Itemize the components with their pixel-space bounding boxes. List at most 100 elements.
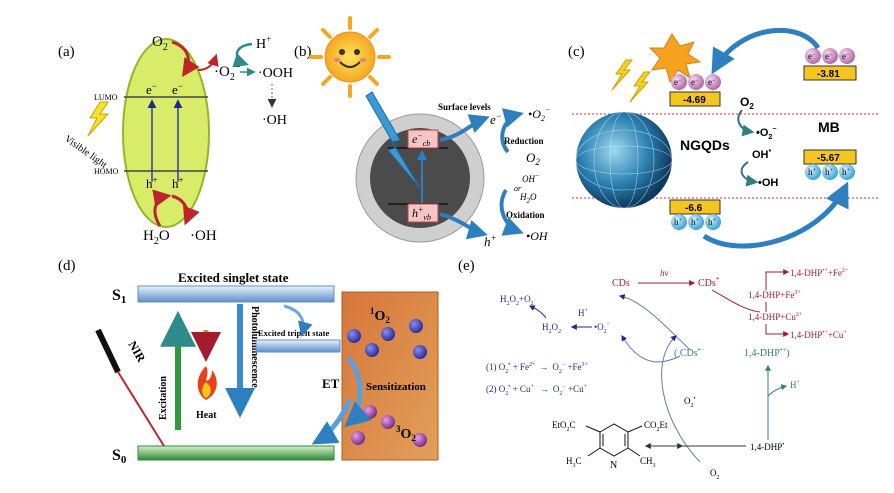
reaction-2: (2) O2• + Cu+→O2− +Cu+ [486,384,588,397]
ch3-label: CH3 [640,456,656,469]
level-bottom-left: -6.6 [685,203,703,214]
cycle-curve [618,294,691,351]
level-top-left: -4.69 [683,95,706,106]
oh-radical-arrow [740,161,759,187]
light-bolt [365,91,421,189]
lumo-label: LUMO [94,93,118,102]
oh-radical-label-c: •OH [758,177,778,189]
oxidation-arrow [499,188,524,236]
level-box-top-left [669,91,721,107]
superoxide-arrow [197,53,219,71]
heat-label: Heat [196,410,217,421]
reduction-label: Reduction [504,136,544,146]
o2-star-curve [661,335,701,463]
cds-radical-label: ( CDs•− [674,346,704,359]
n-atom-label: N [610,460,617,471]
sensitization-label: Sensitization [366,381,426,393]
water-oxidation-arrow [152,189,172,227]
water-label: H2O [143,228,170,247]
o2-to-superoxide-arrow [737,109,755,137]
cds-star-label: CDs* [698,276,720,289]
o2-label-c: O2 [740,95,754,111]
panel-d: (d) Excited singlet state S1 S0 Excitati… [58,258,439,466]
h-plus-right-label: H+ [790,380,801,390]
svg-text:e−: e− [691,77,699,87]
o2-label: O2 [152,34,168,53]
triplet-bar [255,339,341,353]
dhp-cu-top-label: 1,4-DHP•++Cu+ [790,330,847,340]
flame-icon [197,366,217,400]
hole-group-right: h+ h+ h+ [805,164,855,180]
panel-b: (b) e−cb [294,16,550,249]
oh-minus-label: OH− [522,172,540,184]
singlet-o2-label: 1O2 [370,306,390,325]
etoc-left-label: EtO2C [552,420,576,433]
svg-text:h+: h+ [708,217,717,227]
o2-star-label: O2• [684,396,696,409]
hole-1: h+ [146,175,158,191]
ngqd-sphere [576,112,672,208]
oh-top-label: ·OH [262,113,287,128]
panel-a: (a) LUMO HOMO e− e− h+ h+ O2 ·O2− H+ ·OO… [58,34,293,247]
surface-levels-label: Surface levels [438,102,491,112]
excitation-label: Excitation [158,376,169,420]
svg-text:h+: h+ [825,167,834,177]
cu-branch-line [765,324,790,337]
h3c-label: H3C [566,456,582,469]
panel-b-label: (b) [294,44,312,60]
isc-arrow [283,304,313,337]
eminus-label: e− [490,111,502,127]
s1-label: S1 [112,287,126,306]
visible-light-label: Visible light [62,133,109,170]
s0-label: S0 [112,447,127,466]
dhp-radical-label: 1,4-DHP•+) [744,346,790,359]
svg-text:e−: e− [842,51,850,61]
panel-e: (e) CDs hν CDs* 1,4-DHP•++Fe2+ 1,4-DHP+F… [458,258,849,481]
superoxide-label: ·O2− [214,62,241,83]
hv-label: hν [660,268,669,278]
svg-text:e−: e− [674,77,682,87]
ngqds-label: NGQDs [680,137,730,153]
or-label: or [514,184,522,193]
o2-bottom-label: O2 [710,468,720,481]
dhp-radical-bottom-label: 1,4-DHP• [750,442,784,452]
panel-d-label: (d) [58,258,76,274]
lightning-icon [87,101,110,137]
fe-branch-line [765,269,790,290]
svg-text:h+: h+ [842,167,851,177]
svg-text:h+: h+ [808,167,817,177]
cds-star-to-dhp-line [711,289,761,313]
svg-text:e−: e− [825,51,833,61]
reduction-arrow [500,108,524,154]
oxidation-label: Oxidation [506,210,545,220]
hvb-label: h+vb [412,205,431,222]
cds-label: CDs [612,278,630,289]
o2-radical-label: •O2− [528,105,550,123]
reaction-1: (1) O2• + Fe2+→O2− +Fe3+ [486,362,589,375]
hvb-box [407,203,439,223]
oval-particle [122,38,210,228]
h2o2-label: H2O2 [542,322,561,335]
svg-text:h+: h+ [691,217,700,227]
svg-text:h+: h+ [674,217,683,227]
excited-singlet-label: Excited singlet state [178,270,289,285]
photoluminescence-label: Photoluminescence [249,306,260,388]
electron-group-right: e− e− e− [805,48,855,64]
oh-formation-arrow [171,194,200,226]
homo-label: HOMO [94,167,119,176]
return-arrow [311,398,353,445]
o2-label-b: O2 [526,150,540,167]
oh-star-label: OH* [752,149,772,161]
sphere-mesh [575,111,673,209]
hplus-label: H+ [256,34,271,52]
hole-transfer-arrow [439,212,488,240]
et-arrow [344,356,372,428]
ecb-label: e−cb [412,131,430,148]
o2-minus-label: •O2− [594,321,611,335]
dihydropyridine-structure [585,423,643,457]
sun-icon [309,16,391,98]
panel-a-label: (a) [58,44,75,60]
level-box-bottom-left [669,199,721,215]
